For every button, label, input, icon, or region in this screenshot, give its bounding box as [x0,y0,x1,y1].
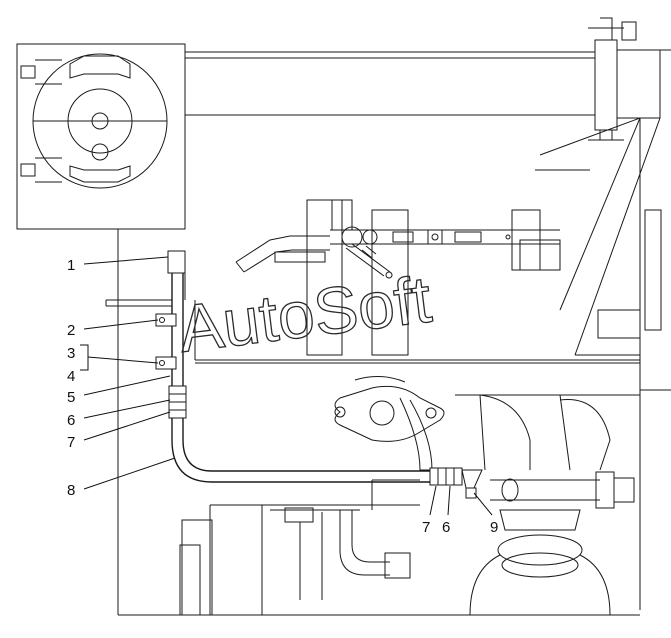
callout-7: 7 [67,434,75,451]
callout-2: 2 [67,322,75,339]
throttle-linkage [235,199,561,356]
engine-block [117,229,671,616]
filter-housing [16,43,186,230]
drain-hose [105,250,483,499]
callout-4: 4 [67,368,75,385]
callout-8: 8 [67,482,75,499]
callout-3: 3 [67,345,75,362]
upper-frame [185,17,671,610]
callout-6: 6 [67,412,75,429]
top-fitting [167,250,186,274]
callouts-bottom: 7 6 9 [422,519,498,536]
elbow-fitting [461,469,483,489]
callout-7-bottom: 7 [422,519,430,536]
callout-6-bottom: 6 [442,519,450,536]
callout-9: 9 [490,519,498,536]
elbow-nut [465,487,477,499]
callout-1: 1 [67,257,75,274]
turbo-housing [334,376,640,616]
watermark: AutoSoft [175,262,435,366]
leader-lines [80,256,493,516]
callouts-left: 1 2 3 4 5 6 7 8 [67,257,75,499]
callout-5: 5 [67,389,75,406]
